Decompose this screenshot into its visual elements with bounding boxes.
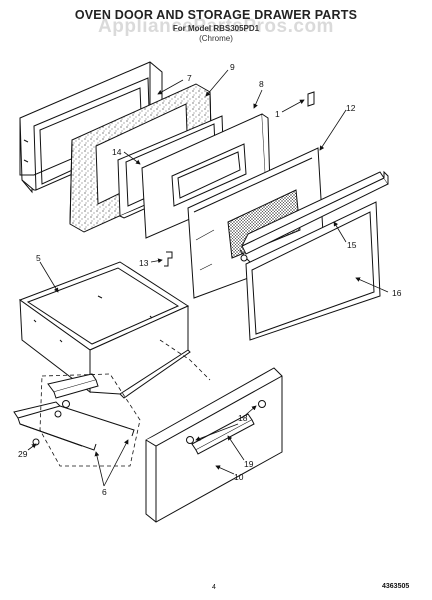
callout-15: 15 <box>347 240 357 250</box>
storage-drawer-part-5 <box>18 261 191 399</box>
callout-19: 19 <box>244 459 254 469</box>
small-clip-part-13 <box>164 251 173 267</box>
callout-leader-lines <box>27 69 389 487</box>
page-number: 4 <box>212 584 216 591</box>
small-bracket-part-1 <box>307 91 315 107</box>
door-handle-trim-part-15 <box>239 170 389 263</box>
model-number: For Model RBS305PD1 <box>172 24 260 33</box>
callout-6: 6 <box>102 487 107 497</box>
door-liner-part-8 <box>141 113 271 239</box>
callout-29: 29 <box>18 449 28 459</box>
drawer-slide-part-6 <box>13 373 135 451</box>
callout-10: 10 <box>234 472 244 482</box>
inner-door-panel-part-16 <box>245 201 381 341</box>
document-number: 4363505 <box>382 583 410 590</box>
diagram-title: OVEN DOOR AND STORAGE DRAWER PARTS <box>74 8 358 22</box>
drawer-handle-part-19 <box>186 400 266 455</box>
callout-1: 1 <box>275 109 280 119</box>
callout-14: 14 <box>112 147 122 157</box>
callout-16: 16 <box>392 288 402 298</box>
callout-18: 18 <box>238 413 248 423</box>
callout-5: 5 <box>36 253 41 263</box>
callout-13: 13 <box>139 258 149 268</box>
callout-8: 8 <box>259 79 264 89</box>
callout-7: 7 <box>187 73 192 83</box>
finish-label: (Chrome) <box>199 34 233 43</box>
watermark: AppliancePartsPros.com <box>98 16 334 37</box>
dashed-drawer-outline <box>39 339 211 467</box>
callout-9: 9 <box>230 62 235 72</box>
callout-12: 12 <box>346 103 356 113</box>
